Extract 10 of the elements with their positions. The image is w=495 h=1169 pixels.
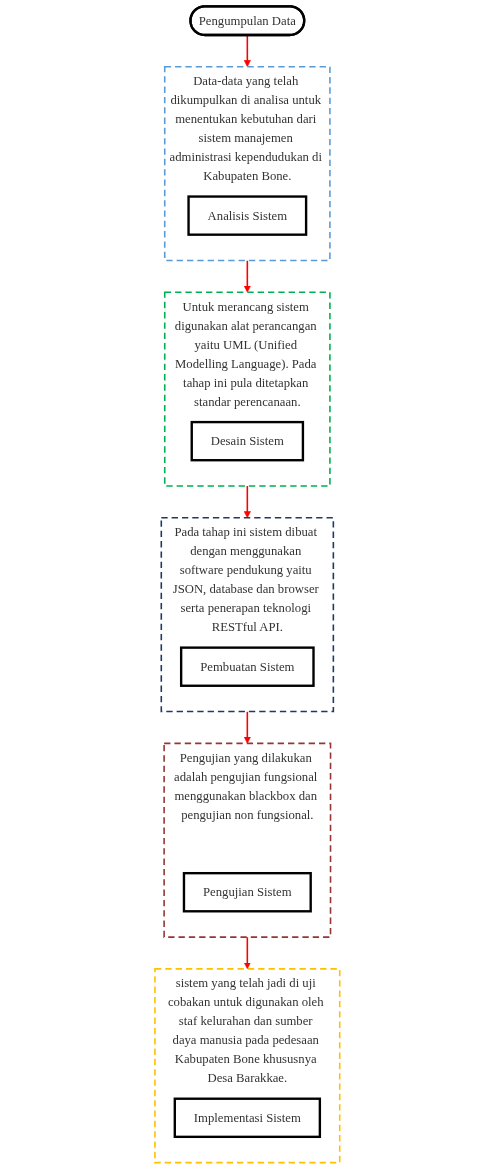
arrow (244, 485, 251, 519)
node-box: Pembuatan Sistem (180, 646, 315, 687)
arrow (244, 34, 251, 68)
node-box: Pengujian Sistem (182, 872, 313, 913)
node-box: Desain Sistem (190, 420, 305, 462)
arrow (244, 936, 251, 970)
arrow (244, 259, 251, 293)
arrow (244, 710, 251, 744)
node-box: Analisis Sistem (187, 195, 308, 236)
node-box: Implementasi Sistem (173, 1097, 322, 1139)
